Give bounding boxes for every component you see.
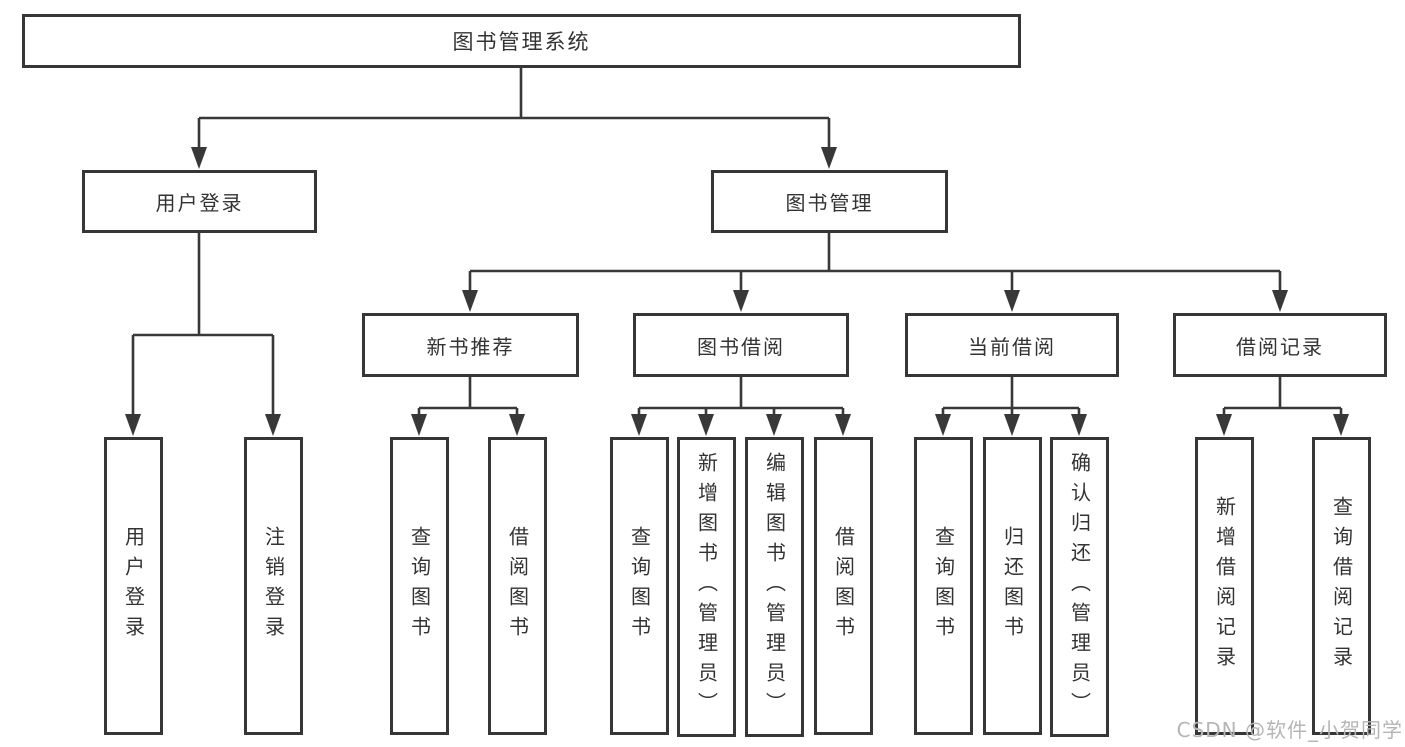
node-label: 用户登录 <box>121 526 146 646</box>
node-user-login: 用户登录 <box>82 170 317 233</box>
node-label: 图书管理 <box>785 191 874 215</box>
node-book-borrowing: 图书借阅 <box>633 313 849 377</box>
node-label: 新书推荐 <box>426 334 515 359</box>
node-label: 图书管理系统 <box>452 30 591 54</box>
leaf-confirm-return-admin: 确认归还（管理员） <box>1050 437 1109 737</box>
leaf-borrow-books-borrowing: 借阅图书 <box>814 437 873 735</box>
leaf-edit-book-admin: 编辑图书（管理员） <box>745 437 804 737</box>
leaf-logout: 注销登录 <box>244 437 303 735</box>
node-borrowing-records: 借阅记录 <box>1173 313 1387 377</box>
node-new-book-recommendation: 新书推荐 <box>362 313 579 377</box>
node-label: 借阅记录 <box>1236 334 1324 359</box>
node-current-borrowing: 当前借阅 <box>905 313 1119 377</box>
leaf-query-books-borrowing: 查询图书 <box>610 437 669 735</box>
node-library-management-system: 图书管理系统 <box>22 14 1021 68</box>
node-label: 归还图书 <box>1000 526 1025 646</box>
leaf-return-book: 归还图书 <box>983 437 1042 735</box>
leaf-user-login: 用户登录 <box>104 437 163 735</box>
leaf-add-book-admin: 新增图书（管理员） <box>677 437 736 737</box>
csdn-watermark: CSDN @软件_小贺同学 <box>1176 718 1403 742</box>
leaf-query-books-current: 查询图书 <box>914 437 973 735</box>
node-label: 图书借阅 <box>697 334 785 359</box>
node-book-management: 图书管理 <box>711 170 948 233</box>
node-label: 查询图书 <box>931 526 956 646</box>
leaf-query-borrow-record: 查询借阅记录 <box>1312 437 1371 735</box>
leaf-query-books-recommend: 查询图书 <box>390 437 449 735</box>
node-label: 借阅图书 <box>831 526 856 646</box>
node-label: 新增图书（管理员） <box>694 452 719 722</box>
node-label: 当前借阅 <box>968 334 1056 359</box>
node-label: 新增借阅记录 <box>1212 496 1237 676</box>
node-label: 借阅图书 <box>505 526 530 646</box>
node-label: 确认归还（管理员） <box>1067 452 1092 722</box>
leaf-borrow-books-recommend: 借阅图书 <box>488 437 547 735</box>
arrowheads <box>125 147 1349 436</box>
node-label: 用户登录 <box>155 191 244 215</box>
node-label: 查询借阅记录 <box>1329 496 1354 676</box>
node-label: 注销登录 <box>261 526 286 646</box>
node-label: 编辑图书（管理员） <box>762 452 787 722</box>
node-label: 查询图书 <box>407 526 432 646</box>
node-label: 查询图书 <box>627 526 652 646</box>
leaf-add-borrow-record: 新增借阅记录 <box>1195 437 1254 735</box>
